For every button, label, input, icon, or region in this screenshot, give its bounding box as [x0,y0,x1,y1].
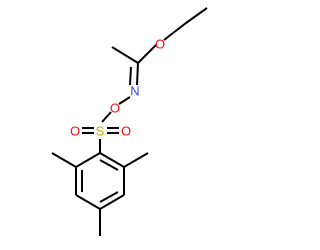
bond-methyl-ortho-left [51,152,77,168]
benzene-ring [75,152,125,210]
atom-label-o-s-left: O [70,124,80,139]
atom-label-o-ether: O [155,37,165,52]
bond-n-o [118,96,131,105]
ethyl-group [163,7,208,41]
ring-bond-6-1 [75,152,101,168]
c-n-double-bond [129,62,139,86]
ring-inner-bond-b [99,191,119,203]
atom-label-n-imine: N [130,84,139,99]
bond-methyl-c [111,46,139,64]
bond-o-c [137,44,157,64]
bond-o-s [101,111,112,123]
atom-label-o-s-right: O [121,124,131,139]
bond-c-n-1 [136,62,139,86]
molecule-drawing: O N O S O O [51,7,208,236]
ring-bond-1-2 [99,152,125,168]
bond-methyl-ortho-right [123,152,149,168]
atom-label-o-link: O [110,101,120,116]
atom-label-s: S [96,124,105,139]
bond-ch2-o [163,22,187,41]
s-o-left-double-bond [82,127,94,134]
ring-inner-bond-a [99,159,119,171]
bond-ch3-ch2 [185,7,208,24]
ring-bond-4-5 [75,194,101,210]
structure-diagram: O N O S O O [51,7,208,236]
bond-c-n-2 [129,66,132,86]
s-o-right-double-bond [107,127,119,134]
ring-bond-3-4 [99,194,125,210]
